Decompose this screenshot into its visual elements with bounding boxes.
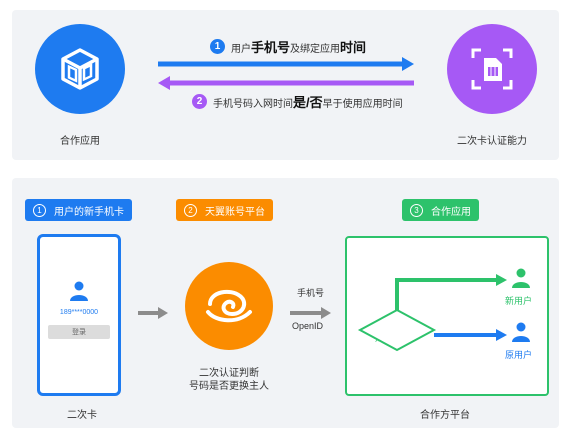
secondary-card-auth-circle xyxy=(447,24,537,114)
step2-bold1: 是/否 xyxy=(293,95,323,110)
arrow-step2 xyxy=(158,76,414,90)
step1-number: 1 xyxy=(210,39,225,54)
old-user-icon xyxy=(512,322,530,342)
platform-caption-line2: 号码是否更换主人 xyxy=(189,381,269,392)
step2-prefix: 手机号码入网时间 xyxy=(213,99,293,110)
arrow-to-new-user xyxy=(395,274,507,310)
badge-new-sim: 1 用户的新手机卡 xyxy=(25,199,132,221)
step1-label: 1 用户手机号及绑定应用时间 xyxy=(210,37,366,56)
tianyi-swirl-icon xyxy=(206,289,252,323)
partner-platform-caption: 合作方平台 xyxy=(420,410,470,421)
phone-mockup: 189****0000 登录 xyxy=(37,234,121,396)
badge3-label: 合作应用 xyxy=(431,206,471,218)
decision-diamond xyxy=(357,308,437,352)
step1-prefix: 用户 xyxy=(231,44,251,55)
badge2-number: 2 xyxy=(184,203,197,217)
sim-card-scan-icon xyxy=(471,48,513,90)
step2-number: 2 xyxy=(192,94,207,109)
flow-label-phone: 手机号 xyxy=(297,288,325,298)
badge1-label: 用户的新手机卡 xyxy=(54,206,124,218)
badge1-number: 1 xyxy=(33,203,46,217)
phone-number: 189****0000 xyxy=(59,309,99,316)
partner-app-circle xyxy=(35,24,125,114)
new-user-icon xyxy=(512,268,530,288)
arrow-platform-to-partner xyxy=(290,307,331,319)
platform-caption: 二次认证判断 号码是否更换主人 xyxy=(170,367,288,393)
arrow-phone-to-platform xyxy=(138,307,168,319)
login-button[interactable]: 登录 xyxy=(48,325,110,339)
user-icon xyxy=(70,281,88,301)
step1-bold1: 手机号 xyxy=(251,40,291,55)
step1-bold2: 时间 xyxy=(340,40,367,55)
step1-mid: 及绑定应用 xyxy=(290,44,341,55)
flow-label-openid: OpenID xyxy=(292,321,324,331)
tianyi-platform-circle xyxy=(185,262,273,350)
new-user-label: 新用户 xyxy=(505,296,533,306)
partner-app-caption: 合作应用 xyxy=(60,136,100,147)
platform-caption-line1: 二次认证判断 xyxy=(199,368,259,379)
old-user-label: 原用户 xyxy=(505,350,533,360)
arrow-step1 xyxy=(158,57,414,71)
arrow-to-old-user xyxy=(434,329,507,341)
cube-icon xyxy=(61,48,99,90)
badge3-number: 3 xyxy=(410,203,423,217)
phone-caption: 二次卡 xyxy=(67,410,97,421)
step2-label: 2 手机号码入网时间是/否早于使用应用时间 xyxy=(192,92,403,111)
badge2-label: 天翼账号平台 xyxy=(205,206,265,218)
badge-tianyi-platform: 2 天翼账号平台 xyxy=(176,199,273,221)
secondary-card-auth-caption: 二次卡认证能力 xyxy=(457,136,527,147)
partner-platform-box xyxy=(345,236,549,396)
step2-suffix: 早于使用应用时间 xyxy=(322,99,403,110)
badge-partner-app: 3 合作应用 xyxy=(402,199,479,221)
